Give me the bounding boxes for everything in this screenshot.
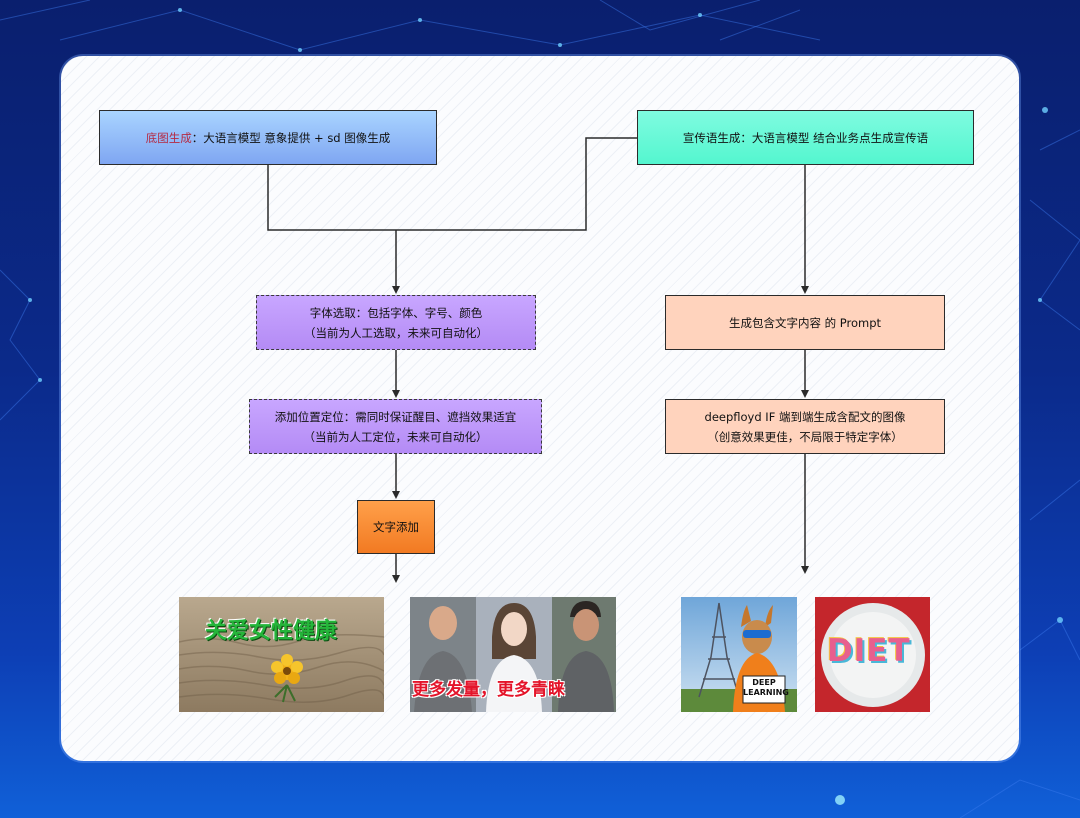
desert-caption: 关爱女性健康 [205,618,338,644]
deepfloyd-line2: （创意效果更佳，不局限于特定字体） [707,429,903,444]
base-image-generation-label: 底图生成：大语言模型 意象提供 + sd 图像生成 [146,128,391,148]
deepfloyd-line1: deepfloyd IF 端到端生成含配文的图像 [704,409,906,424]
eiffel-tower-icon [698,602,740,698]
kangaroo-eiffel-image: DEEP LEARNING [681,597,797,712]
slogan-generation-label: 宣传语生成：大语言模型 结合业务点生成宣传语 [682,130,929,145]
font-selection-box: 字体选取：包括字体、字号、颜色 （当前为人工选取，未来可自动化） [256,295,536,350]
deepfloyd-box: deepfloyd IF 端到端生成含配文的图像 （创意效果更佳，不局限于特定字… [665,399,945,454]
slogan-generation-box: 宣传语生成：大语言模型 结合业务点生成宣传语 [637,110,974,165]
desert-flower-image: 关爱女性健康 [179,597,384,712]
font-selection-line2: （当前为人工选取，未来可自动化） [304,325,488,340]
people-caption: 更多发量，更多青睐 [412,680,565,700]
left-top-connector [267,165,396,231]
prompt-generation-label: 生成包含文字内容 的 Prompt [728,315,882,330]
flower-icon [271,654,303,703]
diet-word: DIET [827,633,911,669]
base-image-generation-box: 底图生成：大语言模型 意象提供 + sd 图像生成 [99,110,437,165]
position-line1: 添加位置定位：需同时保证醒目、遮挡效果适宜 [274,409,517,424]
base-image-generation-title: 底图生成 [145,130,192,145]
diet-plate-image: DIET [815,597,930,712]
right-top-connector [396,137,637,231]
position-line2: （当前为人工定位，未来可自动化） [303,429,488,444]
font-selection-line1: 字体选取：包括字体、字号、颜色 [309,305,483,320]
base-image-generation-desc: ：大语言模型 意象提供 + sd 图像生成 [191,130,391,145]
prompt-generation-box: 生成包含文字内容 的 Prompt [665,295,945,350]
position-box: 添加位置定位：需同时保证醒目、遮挡效果适宜 （当前为人工定位，未来可自动化） [249,399,542,454]
text-add-label: 文字添加 [373,520,419,534]
kangaroo-icon [733,605,786,712]
people-image: 更多发量，更多青睐 [410,597,616,712]
kangaroo-sign-text: DEEP LEARNING [743,678,789,697]
text-add-box: 文字添加 [357,500,435,554]
